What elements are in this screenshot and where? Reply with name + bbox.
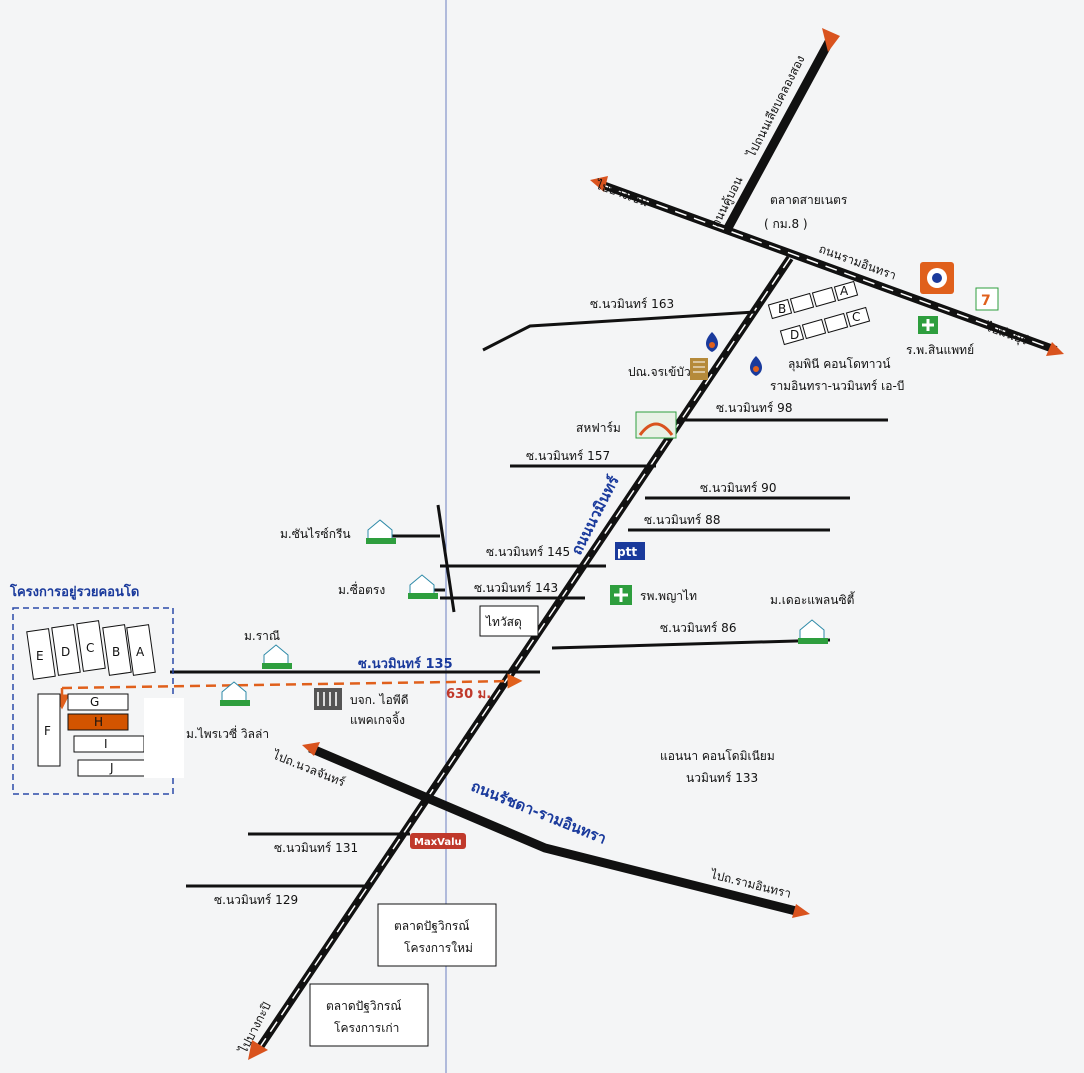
- soi-129-label: ซ.นวมินทร์ 129: [214, 893, 298, 907]
- house-icon: [366, 519, 396, 544]
- ipd-label-2: แพคเกจจิ้ง: [350, 711, 405, 727]
- flame-icon: [706, 332, 718, 352]
- block-label: D: [790, 328, 799, 342]
- svg-text:ptt: ptt: [617, 545, 637, 559]
- km8-label: ( กม.8 ): [764, 217, 808, 231]
- ptt-logo-icon: ptt: [615, 542, 645, 560]
- flame-icon: [750, 356, 762, 376]
- soi-connector: [436, 504, 456, 613]
- to-nuanchan-label: ไปถ.นวลจันทร์: [270, 747, 348, 789]
- ipd-label: บจก. ไอพีดี: [350, 693, 409, 707]
- building-label: J: [109, 761, 114, 775]
- gas-station-icon: [920, 262, 954, 294]
- house-icon: [408, 574, 438, 599]
- route-line: [61, 673, 523, 690]
- building-label: G: [90, 695, 99, 709]
- old-market-box: [309, 983, 429, 1047]
- svg-text:MaxValu: MaxValu: [414, 837, 462, 848]
- privacy-villa-label: ม.ไพรเวซี่ วิลล่า: [186, 725, 269, 741]
- soi-98-label: ซ.นวมินทร์ 98: [716, 401, 792, 415]
- soi-143-label: ซ.นวมินทร์ 143: [474, 581, 558, 595]
- ranee-label: ม.ราณี: [244, 629, 280, 643]
- soi-86: [551, 638, 831, 650]
- lumpini-blocks: [767, 280, 871, 346]
- khubon-road: [724, 37, 834, 231]
- the-plan-label: ม.เดอะแพลนซิตี้: [770, 591, 856, 607]
- building-label: F: [44, 724, 51, 738]
- to-minburi-label: ไปมีนบุรี: [983, 319, 1031, 349]
- arrow-west-icon: [590, 176, 608, 192]
- building-label: C: [86, 641, 94, 655]
- sue-trong-label: ม.ซื่อตรง: [338, 581, 385, 597]
- old-market-label: ตลาดปัฐวิกรณ์: [326, 999, 402, 1013]
- new-market-box: [377, 903, 497, 967]
- sunrise-green-label: ม.ซันไรซ์กรีน: [280, 527, 351, 541]
- building-label: E: [36, 649, 44, 663]
- soi-88-label: ซ.นวมินทร์ 88: [644, 513, 720, 527]
- saha-farm-icon: [635, 411, 677, 439]
- soi-163: [482, 310, 756, 352]
- ptt-station-label: ปณ.จรเข้บัว: [628, 365, 691, 379]
- lumpini-label-2: รามอินทรา-นวมินทร์ เอ-บี: [770, 379, 904, 393]
- svg-text:7: 7: [981, 293, 991, 309]
- new-market-label-2: โครงการใหม่: [404, 941, 473, 955]
- sai-market-label: ตลาดสายเนตร: [770, 193, 848, 207]
- lumpini-label: ลุมพินี คอนโดทาวน์: [788, 357, 891, 372]
- house-icon: [220, 681, 250, 706]
- arrow-east-icon: [1046, 342, 1064, 356]
- new-market-label: ตลาดปัฐวิกรณ์: [394, 919, 470, 933]
- building-label: D: [61, 645, 70, 659]
- hospital-icon: [610, 585, 632, 605]
- soi-157-label: ซ.นวมินทร์ 157: [526, 449, 610, 463]
- phyathai-label: รพ.พญาไท: [640, 589, 697, 603]
- old-market-label-2: โครงการเก่า: [334, 1021, 399, 1035]
- factory-icon: [314, 688, 342, 710]
- to-bangkhen-label: ไปบางเขน: [593, 177, 650, 209]
- arrow-nw-icon: [302, 742, 320, 756]
- project-buildings: [26, 620, 156, 777]
- arrow-north-icon: [822, 28, 840, 52]
- block-label: C: [852, 310, 860, 324]
- soi-90-label: ซ.นวมินทร์ 90: [700, 481, 776, 495]
- house-icon: [262, 644, 292, 669]
- building-label: H: [94, 715, 103, 729]
- soi-145-label: ซ.นวมินทร์ 145: [486, 545, 570, 559]
- saha-farm-label: สหฟาร์ม: [576, 421, 621, 435]
- building-label: B: [112, 645, 120, 659]
- arrow-se-icon: [792, 904, 810, 918]
- sinphat-label: ร.พ.สินแพทย์: [906, 343, 974, 357]
- distance-label: 630 ม.: [446, 687, 491, 702]
- arrow-south-icon: [248, 1040, 268, 1060]
- anna-label-2: นวมินทร์ 133: [686, 771, 758, 785]
- maxvalu-logo-icon: MaxValu: [410, 833, 466, 849]
- house-icon: [798, 619, 828, 644]
- soi-131-label: ซ.นวมินทร์ 131: [274, 841, 358, 855]
- soi-86-label: ซ.นวมินทร์ 86: [660, 621, 736, 635]
- thaiwatsadu-label: ไทวัสดุ: [485, 615, 522, 630]
- ratchada-ramintra-road: [308, 743, 802, 917]
- nawamin-road: [254, 255, 794, 1053]
- whiteout-patch: [144, 698, 184, 778]
- building-label: I: [104, 737, 108, 751]
- soi-135-label: ซ.นวมินทร์ 135: [358, 656, 453, 672]
- building-icon: [690, 358, 708, 380]
- block-label: B: [778, 302, 786, 316]
- anna-label: แอนนา คอนโดมิเนียม: [660, 749, 775, 763]
- seven-eleven-icon: 7: [975, 287, 999, 311]
- thaiwatsadu-box: [479, 605, 539, 637]
- project-title: โครงการอยู่รวยคอนโด: [9, 583, 139, 600]
- building-label: A: [136, 645, 145, 659]
- block-label: A: [840, 284, 849, 298]
- ratchada-label: ถนนรัชดา-รามอินทรา: [469, 777, 609, 848]
- hospital-icon: [918, 316, 938, 334]
- soi-163-label: ซ.นวมินทร์ 163: [590, 297, 674, 311]
